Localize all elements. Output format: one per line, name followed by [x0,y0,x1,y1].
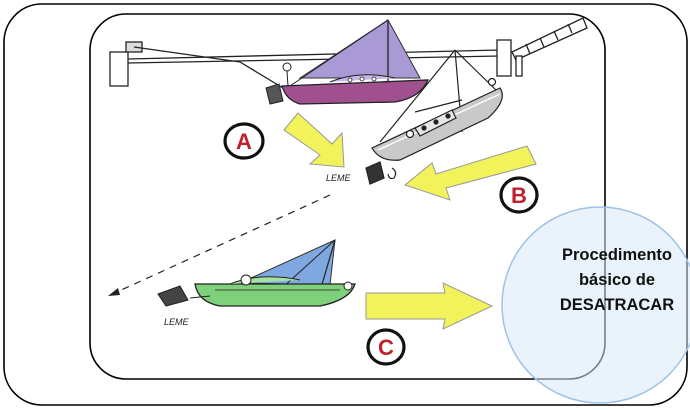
marker-b-label: B [511,183,527,208]
caption-line-3: DESATRACAR [559,296,675,314]
boat-b-illustration [365,49,503,185]
rudder-label-lower: LEME [164,317,190,327]
arrow-c [365,282,494,330]
marker-a: A [223,122,265,160]
boat-a-hull [281,79,430,105]
marker-b: B [499,176,539,214]
caption-line-2: básico de [578,271,656,289]
marker-c-label: C [378,335,394,360]
caption-line-1: Procedimento [561,246,673,264]
marker-a-label: A [236,129,252,154]
marker-c: C [366,328,406,366]
boat-c-hull [194,283,356,307]
boat-a-illustration [265,19,430,105]
pier-illustration [109,17,588,89]
arrow-b [403,145,537,201]
rudder-label-upper: LEME [326,173,352,183]
outer-frame [3,3,688,406]
boat-c-illustration [157,239,356,307]
caption-text: Procedimento básico de DESATRACAR [542,243,690,318]
arrow-a [283,112,345,168]
caption-circle [501,206,690,404]
dashed-course-line [107,194,331,297]
